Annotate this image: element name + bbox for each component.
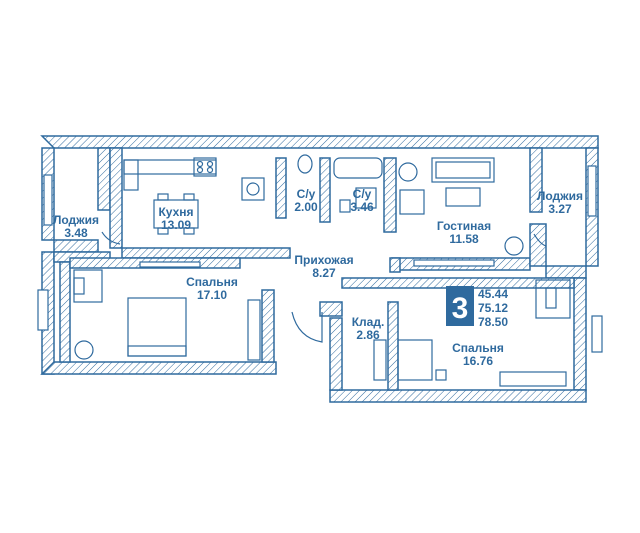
room-name-bedroom-left: Спальня — [186, 275, 238, 289]
room-name-kitchen: Кухня — [158, 205, 193, 219]
windows — [37, 165, 603, 353]
room-name-loggia-left: Лоджия — [53, 213, 99, 227]
room-count: 3 — [452, 292, 469, 325]
room-area-bedroom-right: 16.76 — [463, 354, 493, 368]
room-area-bedroom-left: 17.10 — [197, 288, 227, 302]
room-name-wc-1: С/у — [297, 187, 316, 201]
room-name-wc-2: С/у — [353, 187, 372, 201]
living-area: 45.44 — [478, 287, 508, 301]
room-name-bedroom-right: Спальня — [452, 341, 504, 355]
room-name-living: Гостиная — [437, 219, 491, 233]
interior-walls — [53, 147, 575, 391]
room-area-wc-2: 3.46 — [350, 200, 374, 214]
total-area-with-loggia: 78.50 — [478, 315, 508, 329]
room-area-storage: 2.86 — [356, 328, 380, 342]
room-area-kitchen: 13.09 — [161, 218, 191, 232]
room-area-loggia-left: 3.48 — [64, 226, 88, 240]
room-name-storage: Клад. — [352, 315, 385, 329]
room-area-hall: 8.27 — [312, 266, 336, 280]
room-count-badge — [446, 286, 474, 326]
room-name-loggia-right: Лоджия — [537, 189, 583, 203]
furniture — [73, 154, 571, 387]
room-name-hall: Прихожая — [294, 253, 353, 267]
total-area: 75.12 — [478, 301, 508, 315]
room-area-living: 11.58 — [449, 232, 479, 246]
room-area-loggia-right: 3.27 — [548, 202, 572, 216]
apartment-badge: 3 45.44 75.12 78.50 — [446, 286, 508, 329]
room-labels: Лоджия 3.48 Кухня 13.09 С/у 2.00 С/у 3.4… — [53, 187, 583, 368]
doors — [101, 231, 547, 343]
room-area-wc-1: 2.00 — [294, 200, 318, 214]
